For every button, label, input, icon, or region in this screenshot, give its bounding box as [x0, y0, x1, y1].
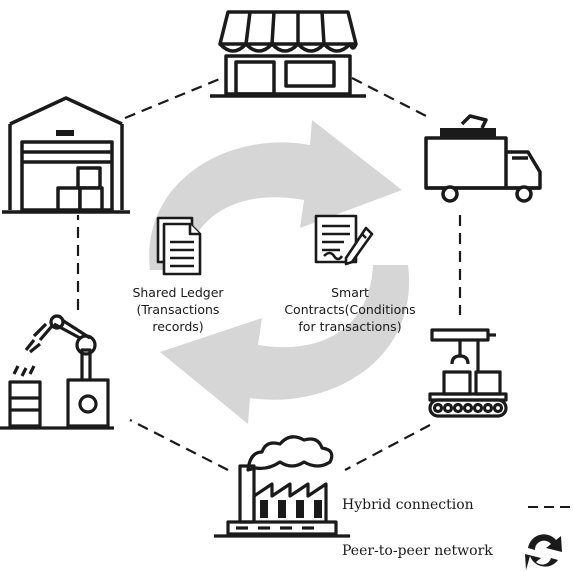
smart-contracts-line1: Smart [331, 285, 369, 300]
connection-conveyor-factory [344, 424, 431, 471]
conveyor-crane-icon [428, 328, 508, 418]
robot-arm-icon [0, 314, 114, 430]
connection-factory-robot [129, 419, 229, 471]
store-icon [210, 10, 366, 98]
shared-ledger-line1: Shared Ledger [132, 285, 224, 300]
legend-p2p-label: Peer-to-peer network [342, 543, 493, 559]
refresh-cycle-icon [149, 120, 410, 424]
factory-icon [214, 435, 350, 538]
warehouse-icon [2, 96, 130, 214]
legend-hybrid-label: Hybrid connection [342, 497, 474, 513]
connection-warehouse-store [124, 76, 223, 120]
smart-contracts-line3: for transactions) [298, 319, 402, 334]
shared-ledger-label: Shared Ledger (Transactions records) [118, 284, 238, 335]
shared-ledger-line2: (Transactions [136, 302, 220, 317]
truck-icon [424, 114, 542, 203]
connection-store-truck [351, 77, 431, 119]
legend-icons [525, 506, 573, 570]
hybrid-connections [76, 76, 462, 471]
shared-ledger-line3: records) [152, 319, 204, 334]
smart-contracts-line2: Contracts(Conditions [284, 302, 416, 317]
smart-contracts-label: Smart Contracts(Conditions for transacti… [270, 284, 430, 335]
contract-pen-icon [314, 214, 374, 266]
refresh-icon [525, 534, 562, 570]
document-icon [156, 216, 202, 276]
